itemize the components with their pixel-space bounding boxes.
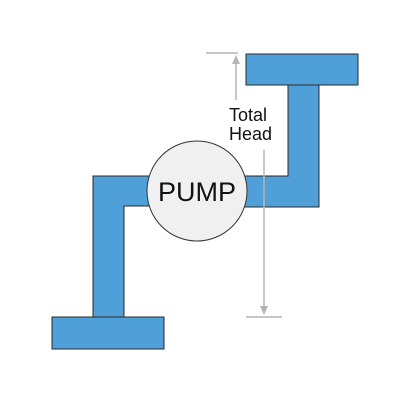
total-head-dimension: Total Head — [206, 52, 282, 318]
pump: PUMP — [146, 140, 248, 242]
discharge-piping — [235, 53, 359, 208]
suction-pipe-vertical — [92, 175, 151, 318]
pump-body — [146, 140, 248, 242]
discharge-tank — [245, 53, 359, 86]
discharge-pipe-vertical — [235, 84, 320, 208]
dimension-arrow-up — [232, 55, 240, 64]
suction-tank — [51, 316, 165, 350]
suction-piping — [51, 175, 165, 350]
dimension-label-head: Head — [229, 124, 272, 144]
dimension-label-total: Total — [229, 105, 267, 125]
pump-label: PUMP — [158, 177, 236, 207]
dimension-arrow-down — [260, 306, 268, 315]
